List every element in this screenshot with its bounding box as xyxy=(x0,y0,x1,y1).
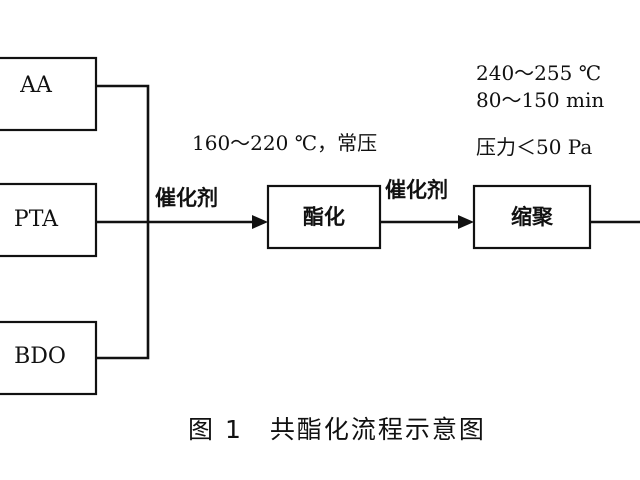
catalyst-label-2: 催化剂 xyxy=(385,178,448,202)
label-bdo: BDO xyxy=(14,344,66,369)
box-esterification xyxy=(266,184,382,250)
polycondensation-temperature: 240～255 ℃ xyxy=(476,61,601,85)
polycondensation-pressure: 压力＜50 Pa xyxy=(476,135,592,159)
box-pta xyxy=(0,182,98,258)
box-aa xyxy=(0,56,98,132)
label-aa: AA xyxy=(19,73,53,98)
figure-caption: 图 1 共酯化流程示意图 xyxy=(188,415,486,444)
arrowhead-2 xyxy=(458,215,474,229)
label-esterification: 酯化 xyxy=(303,205,345,229)
label-polycondensation: 缩聚 xyxy=(511,205,554,229)
esterification-conditions: 160～220 ℃，常压 xyxy=(192,131,377,155)
polycondensation-time: 80～150 min xyxy=(476,88,604,112)
arrowhead-1 xyxy=(252,215,268,229)
catalyst-label-1: 催化剂 xyxy=(155,186,218,210)
label-pta: PTA xyxy=(14,207,59,232)
box-polycondensation xyxy=(472,184,592,250)
